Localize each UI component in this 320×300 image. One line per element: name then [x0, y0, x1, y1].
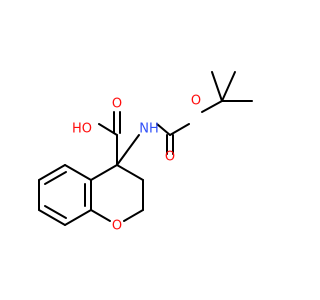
carbonyl-oxygen-carbamate-label: O — [165, 150, 175, 165]
bond-tbu-1 — [211, 71, 223, 102]
bond-benzene-4 — [64, 209, 92, 226]
bond-carbamate-ester-o — [169, 123, 190, 136]
bond-c4-n — [116, 134, 140, 166]
bond-benzene-1 — [38, 164, 66, 181]
molecule-structure: HO O NH O O O — [38, 71, 253, 234]
bond-c8a-o1 — [90, 209, 111, 222]
bond-benzene-1-double — [44, 171, 67, 185]
bond-tbu-3 — [221, 71, 236, 102]
bond-benzene-3-double — [44, 205, 67, 219]
bond-ester-o-tbu — [201, 100, 223, 113]
bond-n-carbamate — [156, 123, 171, 136]
nh-label: NH — [139, 122, 159, 137]
bond-c4-c4a — [90, 164, 118, 181]
bonds — [38, 71, 253, 226]
hydroxyl-label: HO — [72, 122, 92, 137]
bond-benzene-3 — [38, 209, 66, 226]
structure-canvas: HO O NH O O O — [38, 71, 253, 234]
carbonyl-oxygen-acid-label: O — [112, 97, 122, 112]
bond-c3-c4 — [116, 164, 144, 181]
bond-benzene-6 — [64, 164, 92, 181]
ester-oxygen-label: O — [191, 94, 201, 109]
bond-o1-c2 — [123, 209, 144, 222]
atom-labels: HO O NH O O O — [72, 94, 201, 234]
ring-oxygen-label: O — [112, 219, 122, 234]
